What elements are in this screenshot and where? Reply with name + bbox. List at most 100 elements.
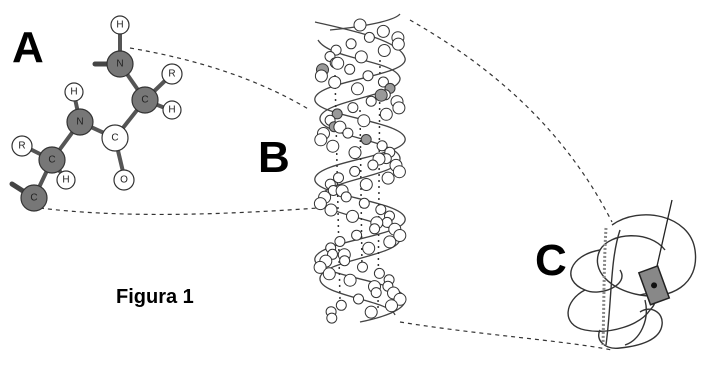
atom-label: O	[120, 175, 128, 186]
label-b: B	[258, 133, 290, 182]
helix-segment	[601, 227, 608, 346]
hydrogen-bond-line	[359, 109, 363, 271]
helix-atom	[377, 44, 391, 57]
hydrogen-atom	[110, 15, 130, 35]
helix-atom	[333, 120, 347, 134]
helix-atom	[362, 70, 374, 82]
atom-label: C	[141, 95, 148, 106]
atom-label: C	[30, 193, 37, 204]
helix-atom	[339, 255, 351, 267]
protein-tertiary-structure	[567, 199, 697, 349]
hydrogen-atom	[162, 100, 182, 120]
helix-atom	[376, 140, 388, 152]
carbon-atom	[20, 184, 48, 212]
helix-atom	[322, 267, 336, 281]
connector-lines	[39, 19, 613, 351]
atom-label: R	[168, 69, 175, 80]
helix-atom	[359, 178, 373, 191]
helix-atom	[376, 24, 390, 38]
helix-atom	[367, 159, 379, 171]
helix-atom	[346, 209, 359, 223]
connector-b-bottom	[399, 321, 613, 351]
helix-atom	[354, 50, 368, 64]
helix-atom	[377, 76, 389, 88]
helix-atom	[324, 203, 338, 217]
carbonyl-carbon-atom	[101, 124, 129, 152]
helix-atom	[375, 204, 387, 216]
helix-atom	[340, 191, 352, 203]
r-group-atom	[11, 135, 33, 157]
nitrogen-atom	[66, 108, 94, 136]
helix-atom	[385, 299, 398, 313]
helix-atom	[363, 31, 375, 43]
pointer-line	[654, 199, 673, 276]
helix-atom	[335, 299, 347, 311]
helix-backbone	[329, 13, 401, 31]
atom-label: H	[168, 105, 175, 116]
helix-atom	[334, 236, 346, 247]
nitrogen-atom	[106, 50, 134, 78]
helix-atom	[365, 95, 377, 107]
label-a: A	[12, 23, 44, 72]
alpha-helix	[313, 13, 407, 324]
carbon-alpha-atom	[131, 86, 159, 114]
helix-atom	[392, 101, 406, 115]
helix-atom	[369, 223, 381, 235]
helix-atom	[353, 18, 367, 32]
helix-atom	[393, 229, 407, 242]
helix-atom	[362, 241, 376, 255]
helix-atom	[344, 63, 356, 75]
heme-group	[637, 264, 671, 306]
helix-atom	[348, 146, 362, 160]
helix-atom	[357, 114, 371, 128]
helix-atom	[333, 172, 344, 184]
helix-atom	[383, 235, 397, 249]
helix-atom	[379, 107, 393, 121]
helix-atom	[326, 139, 340, 153]
helix-atom	[381, 171, 395, 185]
helix-atom	[357, 261, 368, 273]
helix-atom	[391, 37, 405, 51]
protein-coil	[605, 229, 621, 346]
helix-atom	[351, 82, 364, 96]
helix-atom	[392, 165, 406, 179]
helix-atom	[370, 287, 382, 299]
atom-label: C	[111, 133, 118, 144]
hydrogen-atom	[64, 82, 84, 102]
helix-atom	[314, 69, 328, 83]
helix-atom	[313, 260, 327, 274]
helix-atom	[364, 305, 378, 319]
helix-atom	[358, 197, 370, 209]
atom-label: C	[48, 155, 55, 166]
helix-atom	[313, 197, 327, 211]
oxygen-atom	[113, 169, 135, 191]
protein-coil	[598, 308, 663, 349]
helix-atom	[342, 127, 354, 139]
helix-atom	[331, 56, 345, 70]
connector-b-top	[409, 19, 613, 223]
helix-atom	[360, 134, 372, 145]
connector-a-bottom	[39, 207, 319, 216]
atom-label: N	[116, 59, 123, 70]
atom-label: H	[70, 87, 77, 98]
amino-acid-molecule: H N R C H H N C O R C H C	[9, 15, 183, 212]
helix-atom	[351, 229, 363, 241]
helix-atom	[349, 165, 361, 177]
hydrogen-atom	[56, 170, 76, 190]
r-group-atom	[161, 63, 183, 85]
figure-caption: Figura 1	[116, 286, 194, 308]
atom-label: R	[18, 141, 25, 152]
atom-label: H	[116, 20, 123, 31]
helix-atom	[374, 88, 388, 102]
helix-atom	[345, 38, 357, 50]
helix-atom	[326, 312, 338, 324]
helix-atom	[347, 102, 359, 114]
helix-atom	[373, 267, 385, 279]
helix-atom	[343, 273, 357, 287]
helix-atom	[353, 293, 364, 305]
connector-a-top	[129, 47, 311, 111]
helix-atom	[314, 133, 328, 147]
carbon-atom	[38, 146, 66, 174]
label-c: C	[535, 236, 567, 285]
